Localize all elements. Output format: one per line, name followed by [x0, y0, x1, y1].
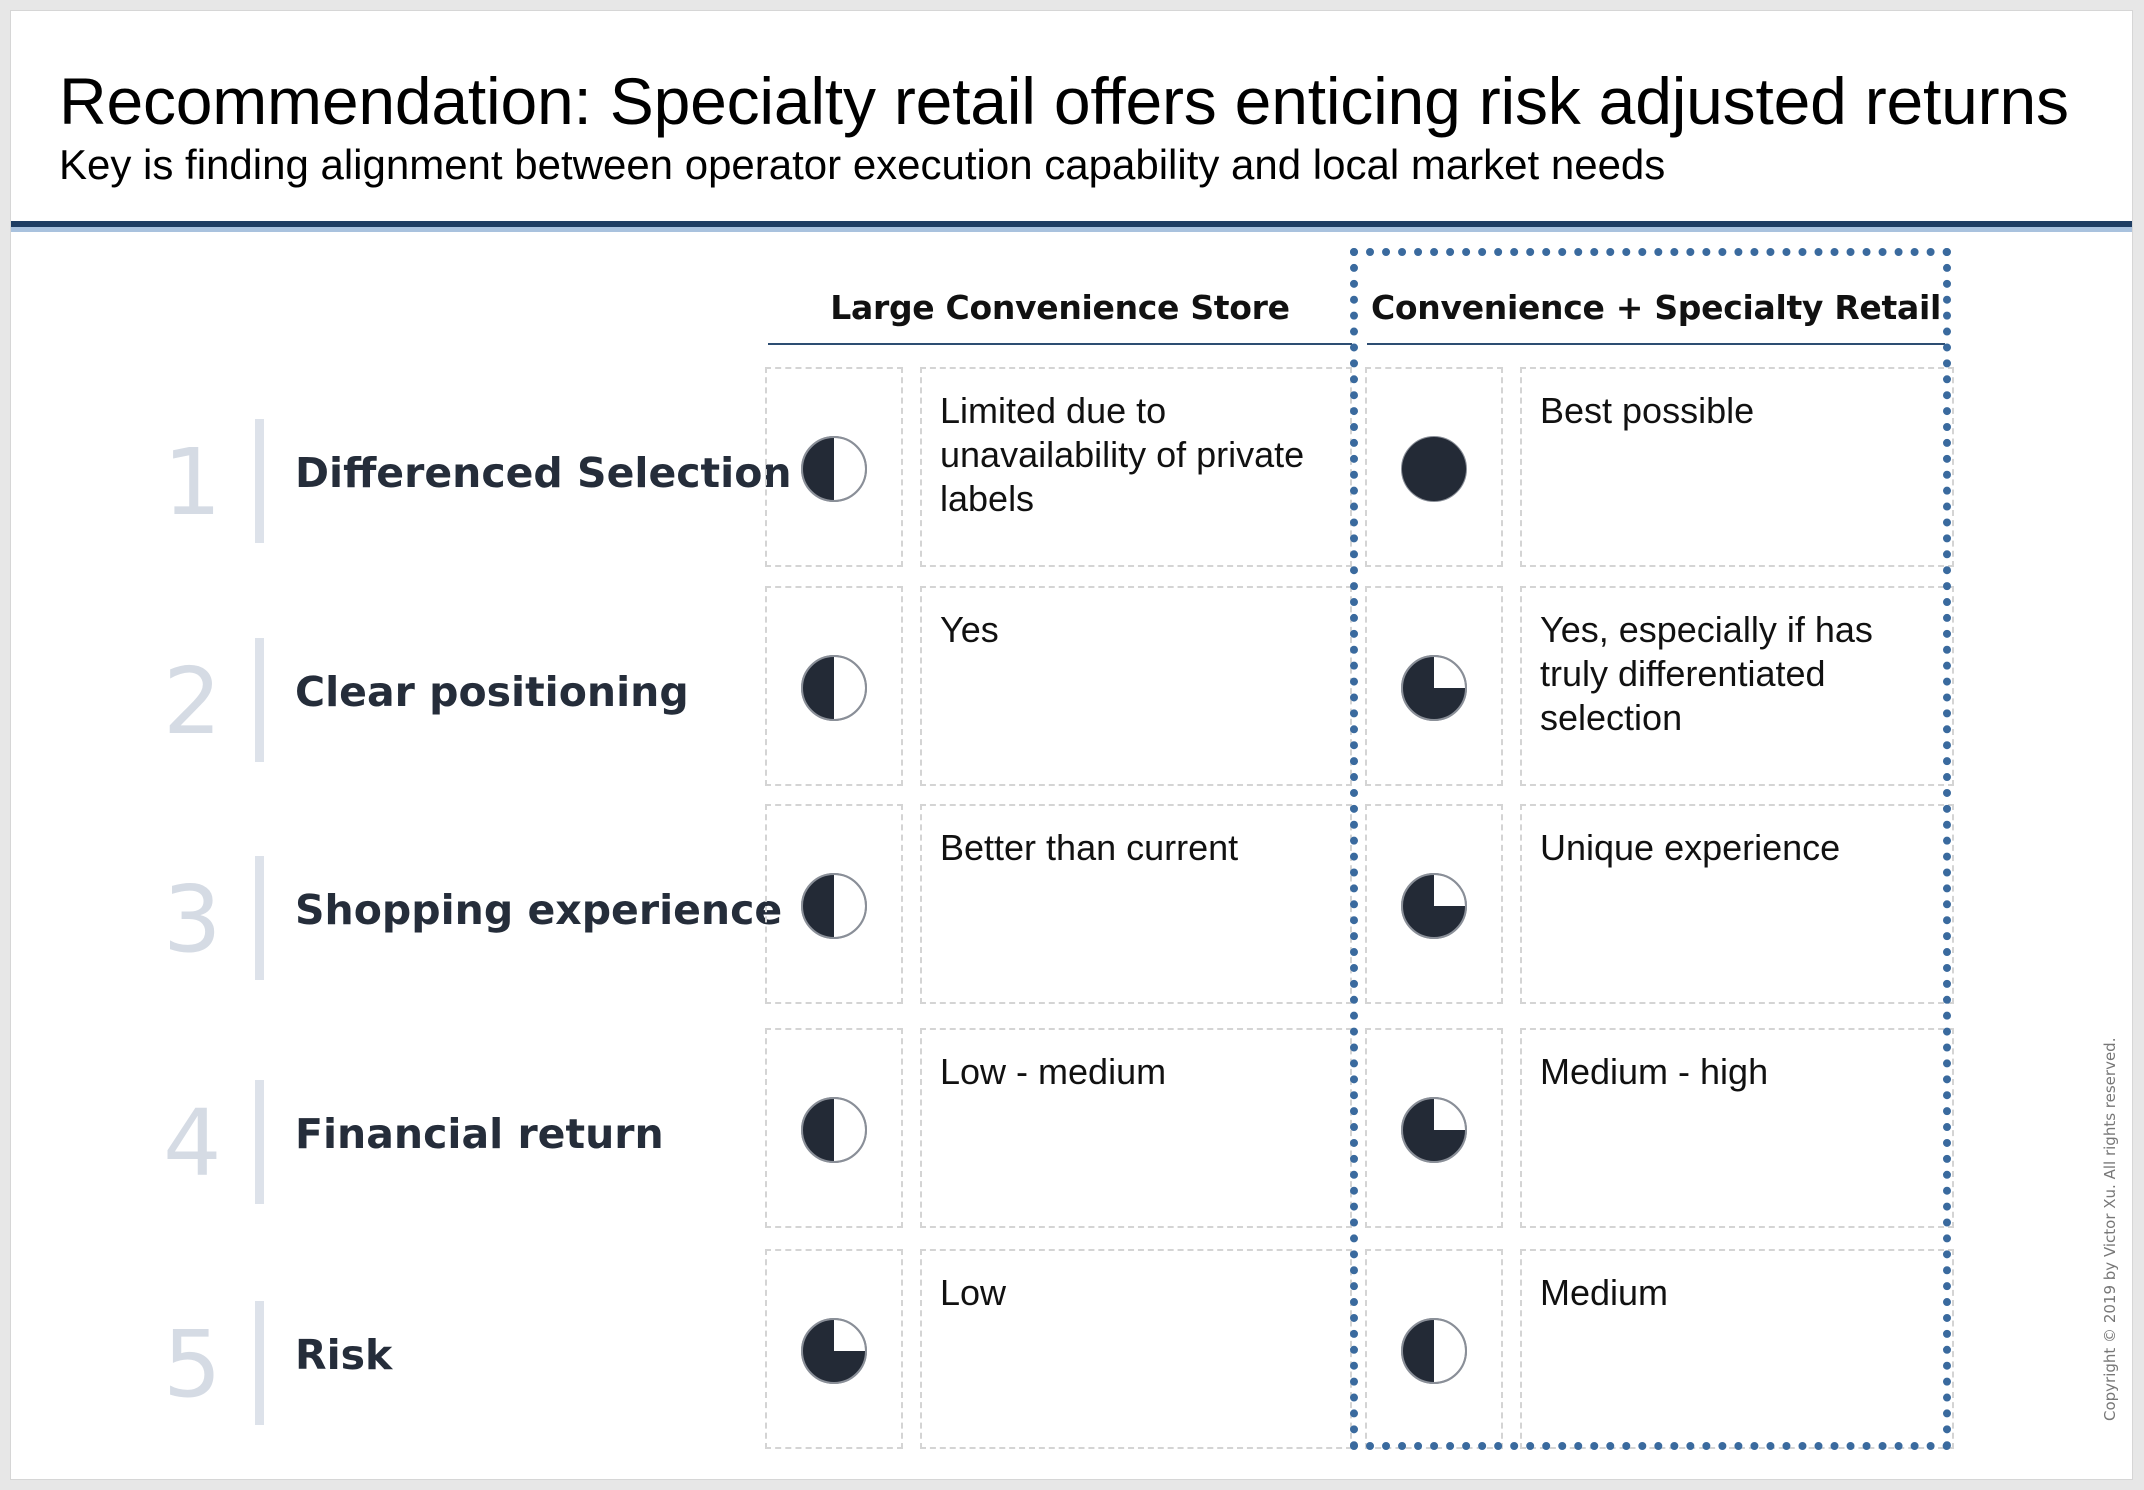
- harvey-ball-icon: [800, 1317, 868, 1385]
- page-title: Recommendation: Specialty retail offers …: [59, 64, 2069, 138]
- description-text: Best possible: [1540, 390, 1755, 431]
- row-divider-bar: [255, 1301, 264, 1425]
- description-text: Low - medium: [940, 1051, 1167, 1092]
- row-divider-bar: [255, 1080, 264, 1204]
- rating-cell-b: [1365, 586, 1503, 786]
- description-text: Limited due to unavailability of private…: [940, 390, 1305, 519]
- recommended-option-highlight: [1350, 248, 1951, 1450]
- row-criterion-label: Risk: [295, 1331, 393, 1379]
- page-subtitle: Key is finding alignment between operato…: [59, 141, 1666, 188]
- harvey-ball-icon: [1400, 1096, 1468, 1164]
- description-cell-a: Better than current: [920, 804, 1352, 1004]
- rating-cell-a: [765, 1028, 903, 1228]
- description-text: Medium - high: [1540, 1051, 1769, 1092]
- harvey-ball-icon: [800, 1096, 868, 1164]
- harvey-ball-icon: [1400, 654, 1468, 722]
- description-cell-a: Yes: [920, 586, 1352, 786]
- row-number: 4: [163, 1090, 222, 1197]
- row-number: 5: [163, 1311, 222, 1418]
- rating-cell-b: [1365, 1028, 1503, 1228]
- rating-cell-a: [765, 586, 903, 786]
- description-cell-b: Unique experience: [1520, 804, 1954, 1004]
- rating-cell-b: [1365, 804, 1503, 1004]
- column-header-large-convenience-store: Large Convenience Store: [768, 273, 1352, 345]
- harvey-ball-icon: [800, 435, 868, 503]
- rating-cell-a: [765, 1249, 903, 1449]
- description-text: Yes: [940, 609, 999, 650]
- copyright-notice: Copyright © 2019 by Victor Xu. All right…: [2101, 1037, 2119, 1421]
- description-text: Low: [940, 1272, 1007, 1313]
- description-cell-a: Low - medium: [920, 1028, 1352, 1228]
- description-cell-a: Low: [920, 1249, 1352, 1449]
- harvey-ball-icon: [800, 872, 868, 940]
- rating-cell-a: [765, 804, 903, 1004]
- header-divider: [11, 221, 2132, 227]
- row-criterion-label: Shopping experience: [295, 886, 783, 934]
- row-divider-bar: [255, 419, 264, 543]
- row-criterion-label: Differenced Selection: [295, 449, 792, 497]
- description-text: Unique experience: [1540, 827, 1841, 868]
- description-cell-b: Best possible: [1520, 367, 1954, 567]
- harvey-ball-icon: [1400, 435, 1468, 503]
- description-cell-a: Limited due to unavailability of private…: [920, 367, 1352, 567]
- harvey-ball-icon: [800, 654, 868, 722]
- description-text: Better than current: [940, 827, 1239, 868]
- rating-cell-b: [1365, 367, 1503, 567]
- description-cell-b: Medium: [1520, 1249, 1954, 1449]
- row-criterion-label: Clear positioning: [295, 668, 689, 716]
- description-cell-b: Yes, especially if has truly differentia…: [1520, 586, 1954, 786]
- row-number: 1: [163, 429, 222, 536]
- row-number: 3: [163, 866, 222, 973]
- header-divider-accent: [11, 227, 2132, 232]
- rating-cell-a: [765, 367, 903, 567]
- description-text: Medium: [1540, 1272, 1669, 1313]
- column-header-convenience-specialty-retail: Convenience + Specialty Retail: [1367, 273, 1945, 345]
- row-criterion-label: Financial return: [295, 1110, 664, 1158]
- harvey-ball-icon: [1400, 872, 1468, 940]
- row-number: 2: [163, 648, 222, 755]
- harvey-ball-icon: [1400, 1317, 1468, 1385]
- row-divider-bar: [255, 638, 264, 762]
- description-cell-b: Medium - high: [1520, 1028, 1954, 1228]
- row-divider-bar: [255, 856, 264, 980]
- description-text: Yes, especially if has truly differentia…: [1540, 609, 1873, 738]
- slide: Recommendation: Specialty retail offers …: [10, 10, 2133, 1480]
